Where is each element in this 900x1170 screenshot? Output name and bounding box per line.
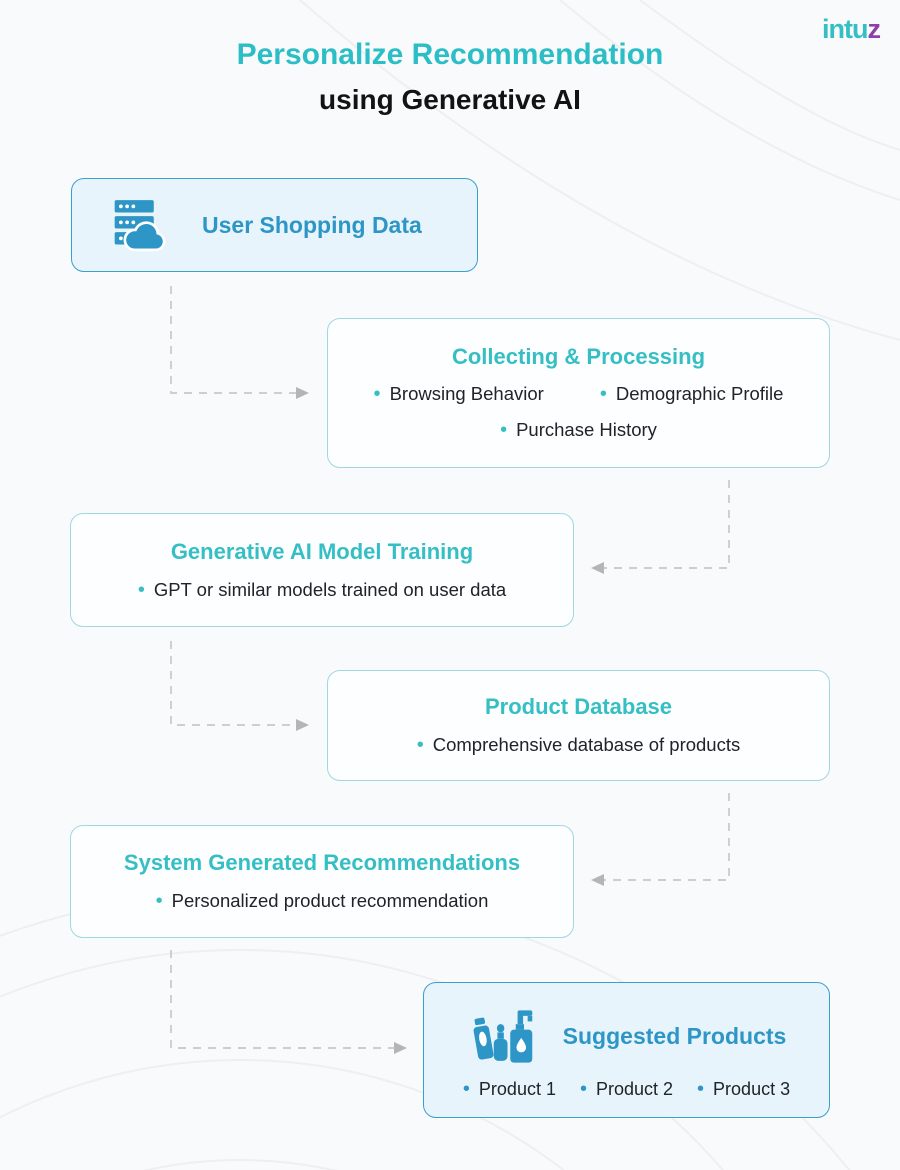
bullet-item: Demographic Profile	[600, 383, 784, 406]
bullet-item: GPT or similar models trained on user da…	[138, 579, 506, 602]
bullet-item: Product 3	[697, 1078, 790, 1101]
node-generative-ai-model-training: Generative AI Model Training GPT or simi…	[70, 513, 574, 627]
bullet-item: Comprehensive database of products	[417, 734, 741, 757]
node-title: System Generated Recommendations	[123, 850, 521, 875]
node-user-shopping-data: User Shopping Data	[71, 178, 478, 272]
intuz-logo: intuz	[822, 14, 881, 45]
page-subtitle: using Generative AI	[319, 84, 581, 115]
connector-5-to-6	[170, 950, 394, 1049]
arrowhead-right-icon	[296, 719, 309, 731]
connector-3-to-4	[170, 641, 296, 726]
node-title: Suggested Products	[562, 1023, 787, 1049]
page-title: Personalize Recommendation	[236, 38, 664, 71]
bullet-item: Product 2	[580, 1078, 673, 1101]
server-cloud-icon	[114, 200, 166, 252]
logo-text-main: intu	[822, 14, 868, 44]
connector-4-to-5	[604, 793, 730, 881]
arrowhead-right-icon	[394, 1042, 407, 1054]
node-collecting-processing: Collecting & Processing Browsing Behavio…	[327, 318, 830, 468]
arrowhead-left-icon	[591, 562, 604, 574]
node-title: Product Database	[484, 694, 673, 719]
bullet-item: Purchase History	[500, 419, 657, 442]
node-title: Generative AI Model Training	[170, 538, 474, 564]
arrowhead-left-icon	[591, 874, 604, 886]
node-suggested-products: Suggested Products Product 1 Product 2 P…	[423, 982, 830, 1118]
cosmetics-icon	[473, 1009, 532, 1063]
node-title: Collecting & Processing	[451, 344, 706, 369]
bullet-item: Personalized product recommendation	[156, 890, 489, 913]
connector-1-to-2	[170, 286, 296, 394]
bullet-item: Browsing Behavior	[374, 383, 544, 406]
node-system-generated-recommendations: System Generated Recommendations Persona…	[70, 825, 574, 938]
logo-text-accent: z	[867, 14, 881, 44]
bullet-item: Product 1	[463, 1078, 556, 1101]
node-title: User Shopping Data	[202, 211, 422, 238]
node-product-database: Product Database Comprehensive database …	[327, 670, 830, 781]
connector-2-to-3	[604, 480, 730, 569]
arrowhead-right-icon	[296, 387, 309, 399]
